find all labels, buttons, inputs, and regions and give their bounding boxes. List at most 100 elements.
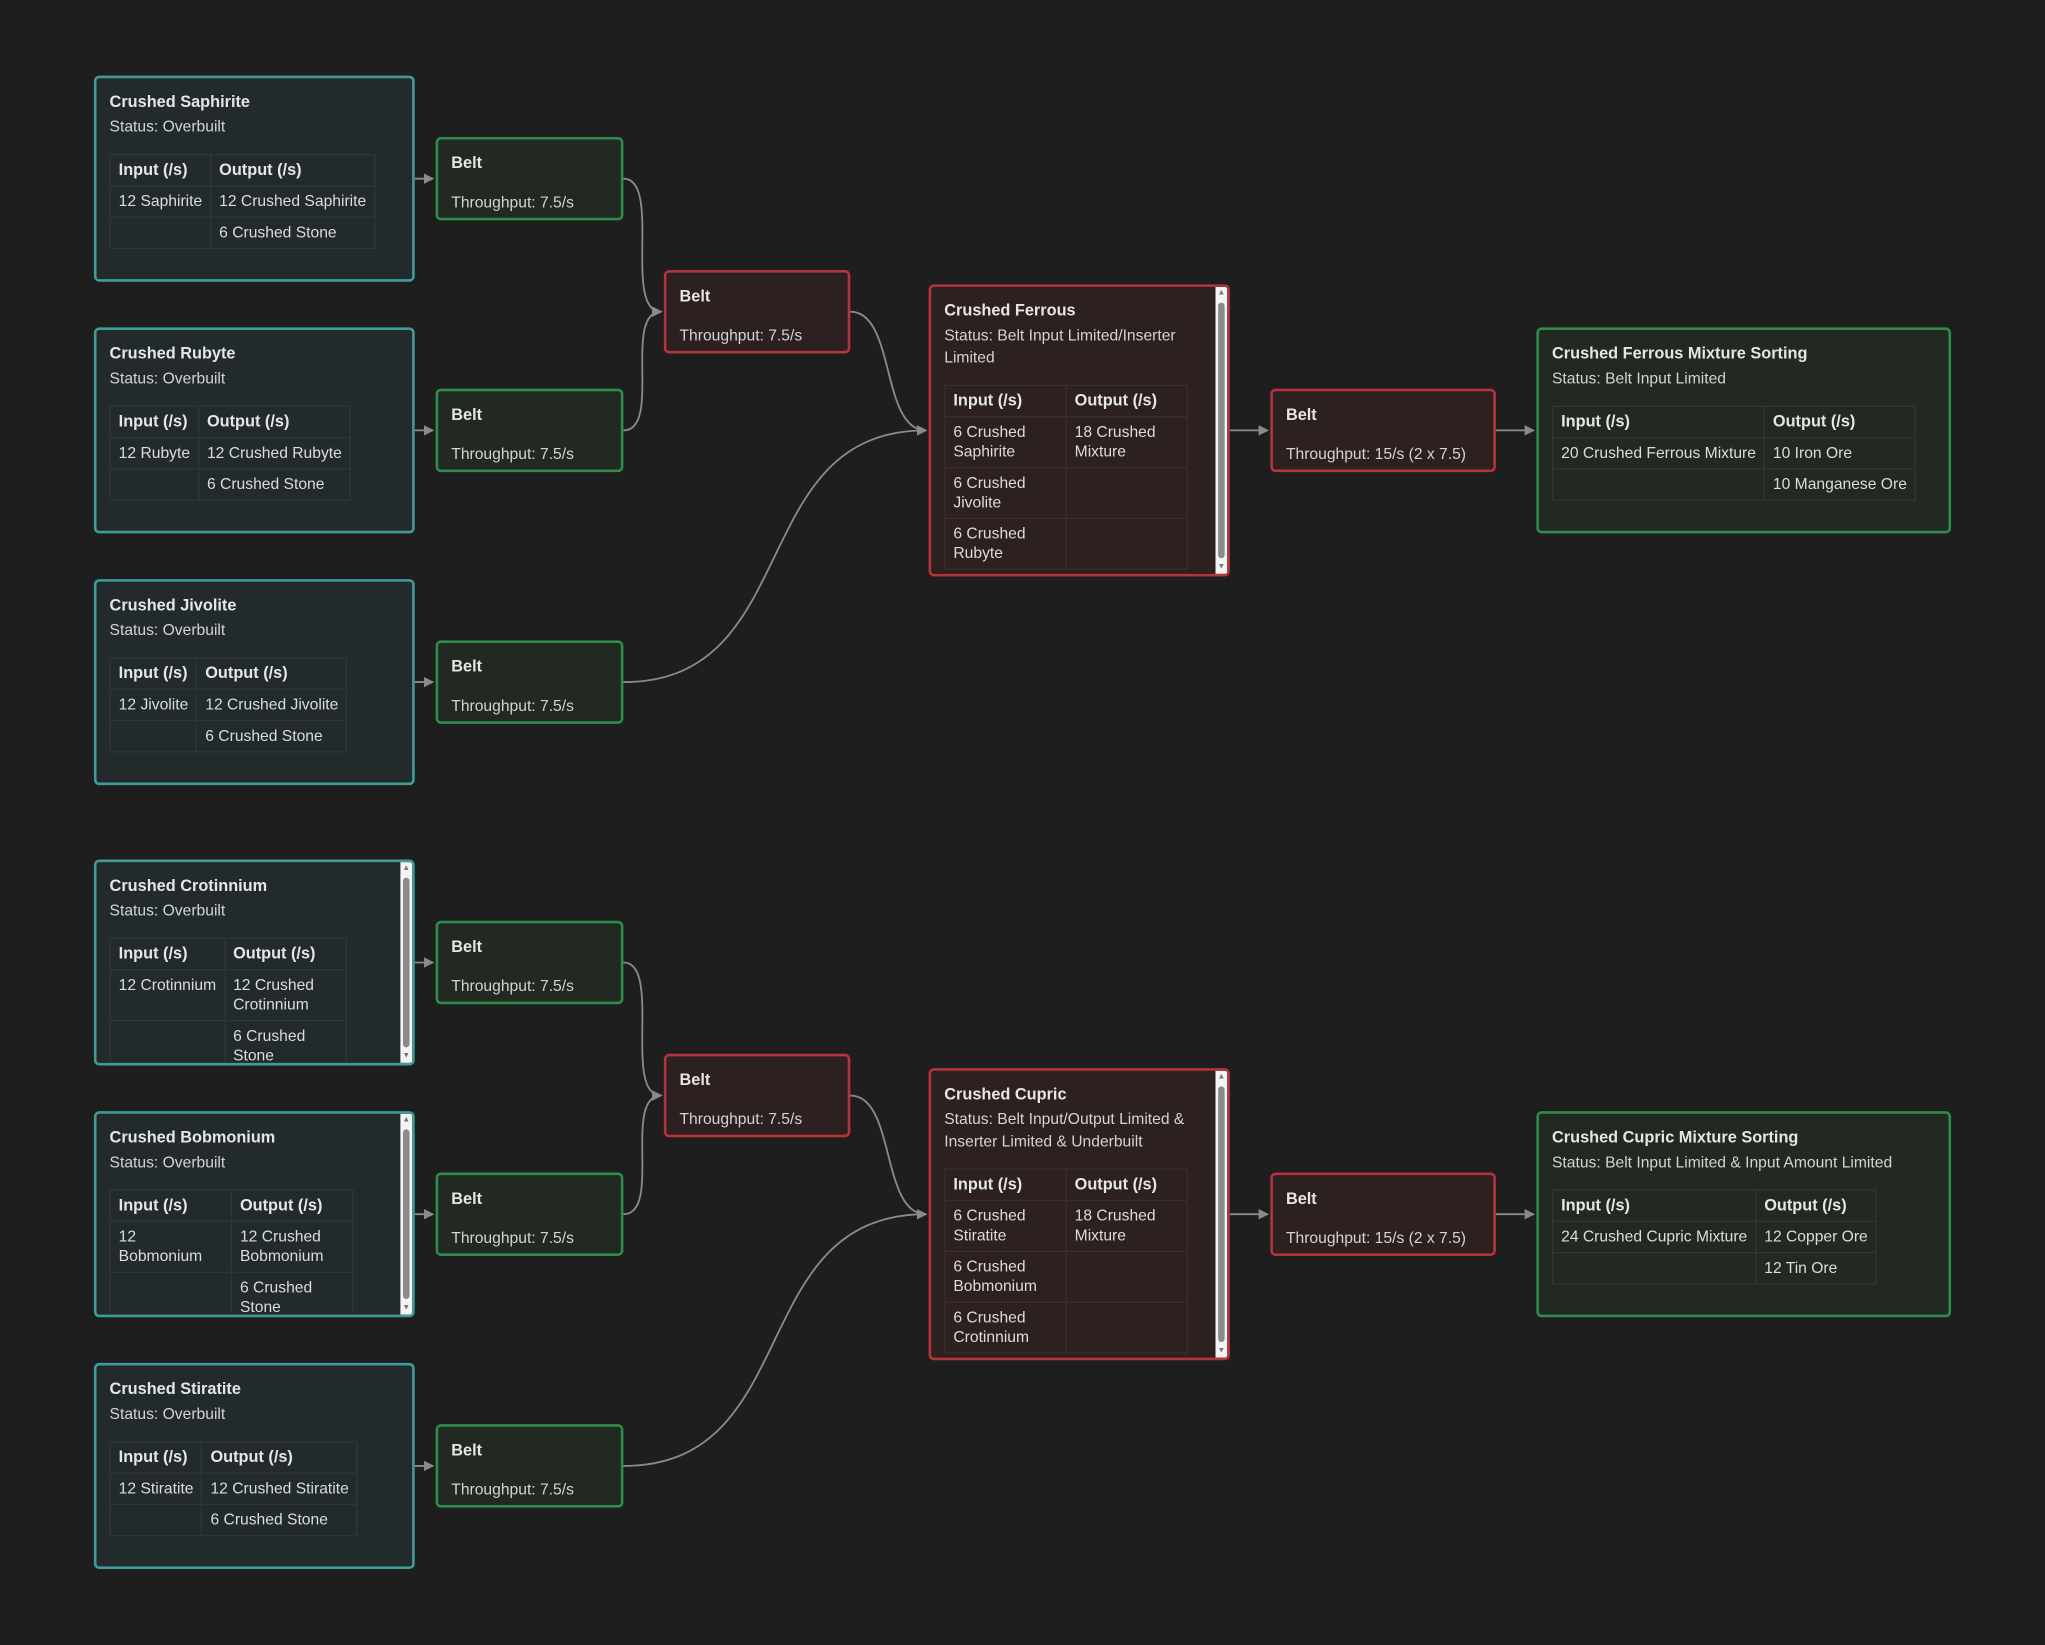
- input-cell: 12 Bobmonium: [109, 1220, 233, 1273]
- output-header: Output (/s): [197, 405, 351, 439]
- output-cell: 12 Tin Ore: [1755, 1252, 1877, 1285]
- table-header-row: Input (/s)Output (/s): [1551, 405, 1917, 439]
- belt-throughput: Throughput: 7.5/s: [679, 1109, 803, 1129]
- edge-b6-to-cupric: [623, 1209, 928, 1467]
- node-title: Belt: [1285, 1189, 1317, 1208]
- belt-throughput: Throughput: 7.5/s: [451, 976, 574, 996]
- input-cell: 6 Crushed Rubyte: [944, 517, 1067, 570]
- table-header-row: Input (/s)Output (/s): [109, 1441, 358, 1474]
- output-cell: [1065, 1301, 1189, 1354]
- input-cell: 6 Crushed Crotinnium: [944, 1301, 1067, 1354]
- input-cell: [1551, 1252, 1757, 1285]
- node-title: Belt: [679, 1070, 711, 1090]
- output-cell: 6 Crushed Stone: [196, 719, 348, 753]
- scrollbar[interactable]: ▲▼: [400, 1113, 413, 1315]
- table-header-row: Input (/s)Output (/s): [944, 1168, 1189, 1202]
- node-status: Status: Overbuilt: [109, 1404, 226, 1423]
- table-header-row: Input (/s)Output (/s): [109, 153, 376, 187]
- scrollbar-thumb[interactable]: [402, 877, 410, 1048]
- table-row: 12 Tin Ore: [1551, 1252, 1877, 1285]
- io-table: Input (/s)Output (/s)6 Crushed Stiratite…: [944, 1168, 1189, 1354]
- scroll-down-arrow-icon[interactable]: ▼: [402, 1052, 411, 1061]
- input-cell: 6 Crushed Jivolite: [944, 466, 1067, 520]
- node-title: Crushed Ferrous Mixture Sorting: [1551, 344, 1808, 363]
- belt-throughput: Throughput: 7.5/s: [451, 444, 574, 463]
- node-status: Status: Belt Input Limited/Inserter Limi…: [944, 326, 1176, 367]
- scroll-down-arrow-icon[interactable]: ▼: [1217, 1347, 1226, 1356]
- output-header: Output (/s): [201, 1441, 358, 1474]
- scrollbar[interactable]: ▲▼: [1215, 1070, 1228, 1358]
- table-row: 6 Crushed Crotinnium: [944, 1301, 1189, 1354]
- node-title: Belt: [1285, 405, 1317, 424]
- output-header: Output (/s): [196, 657, 348, 690]
- scroll-down-arrow-icon[interactable]: ▼: [402, 1304, 411, 1313]
- scrollbar-thumb[interactable]: [402, 1129, 410, 1299]
- belt-throughput: Throughput: 7.5/s: [451, 696, 574, 715]
- edge-b2-to-m1: [623, 306, 663, 432]
- table-row: 6 Crushed Stone: [109, 1019, 347, 1063]
- edge-m2-to-cupric: [850, 1094, 928, 1220]
- node-title: Belt: [451, 937, 483, 956]
- input-header: Input (/s): [109, 1441, 203, 1474]
- node-title: Crushed Jivolite: [109, 596, 237, 615]
- scroll-down-arrow-icon[interactable]: ▼: [1217, 563, 1226, 572]
- node-title: Crushed Saphirite: [109, 92, 250, 111]
- edge-m1-to-ferrous: [850, 310, 928, 436]
- io-table: Input (/s)Output (/s)20 Crushed Ferrous …: [1551, 405, 1917, 501]
- node-title: Belt: [451, 153, 483, 173]
- output-cell: 18 Crushed Mixture: [1065, 1199, 1189, 1253]
- scroll-up-arrow-icon[interactable]: ▲: [1217, 289, 1226, 298]
- scrollbar-thumb[interactable]: [1218, 302, 1225, 559]
- output-cell: 10 Manganese Ore: [1763, 468, 1917, 501]
- node-title: Crushed Bobmonium: [109, 1128, 276, 1147]
- output-cell: 12 Crushed Bobmonium: [230, 1220, 354, 1273]
- input-cell: [109, 1019, 226, 1063]
- scroll-up-arrow-icon[interactable]: ▲: [402, 1116, 411, 1125]
- edge-b3-to-ferrous: [623, 425, 928, 684]
- scroll-up-arrow-icon[interactable]: ▲: [402, 864, 411, 873]
- belt-throughput: Throughput: 7.5/s: [451, 1480, 574, 1499]
- node-title: Belt: [451, 405, 483, 424]
- input-cell: 12 Jivolite: [109, 688, 198, 722]
- input-cell: 20 Crushed Ferrous Mixture: [1551, 436, 1766, 470]
- output-cell: 18 Crushed Mixture: [1065, 416, 1189, 469]
- scrollbar-thumb[interactable]: [1218, 1086, 1225, 1343]
- output-cell: 12 Crushed Jivolite: [196, 688, 348, 722]
- table-row: 10 Manganese Ore: [1551, 468, 1917, 501]
- output-cell: 12 Crushed Rubyte: [197, 436, 351, 470]
- scrollbar[interactable]: ▲▼: [1215, 286, 1228, 574]
- node-title: Crushed Cupric: [944, 1085, 1067, 1104]
- scrollbar[interactable]: ▲▼: [400, 862, 413, 1063]
- scroll-up-arrow-icon[interactable]: ▲: [1217, 1073, 1226, 1082]
- table-row: 6 Crushed Stone: [109, 468, 351, 501]
- edge-b5-to-m2: [623, 1090, 663, 1216]
